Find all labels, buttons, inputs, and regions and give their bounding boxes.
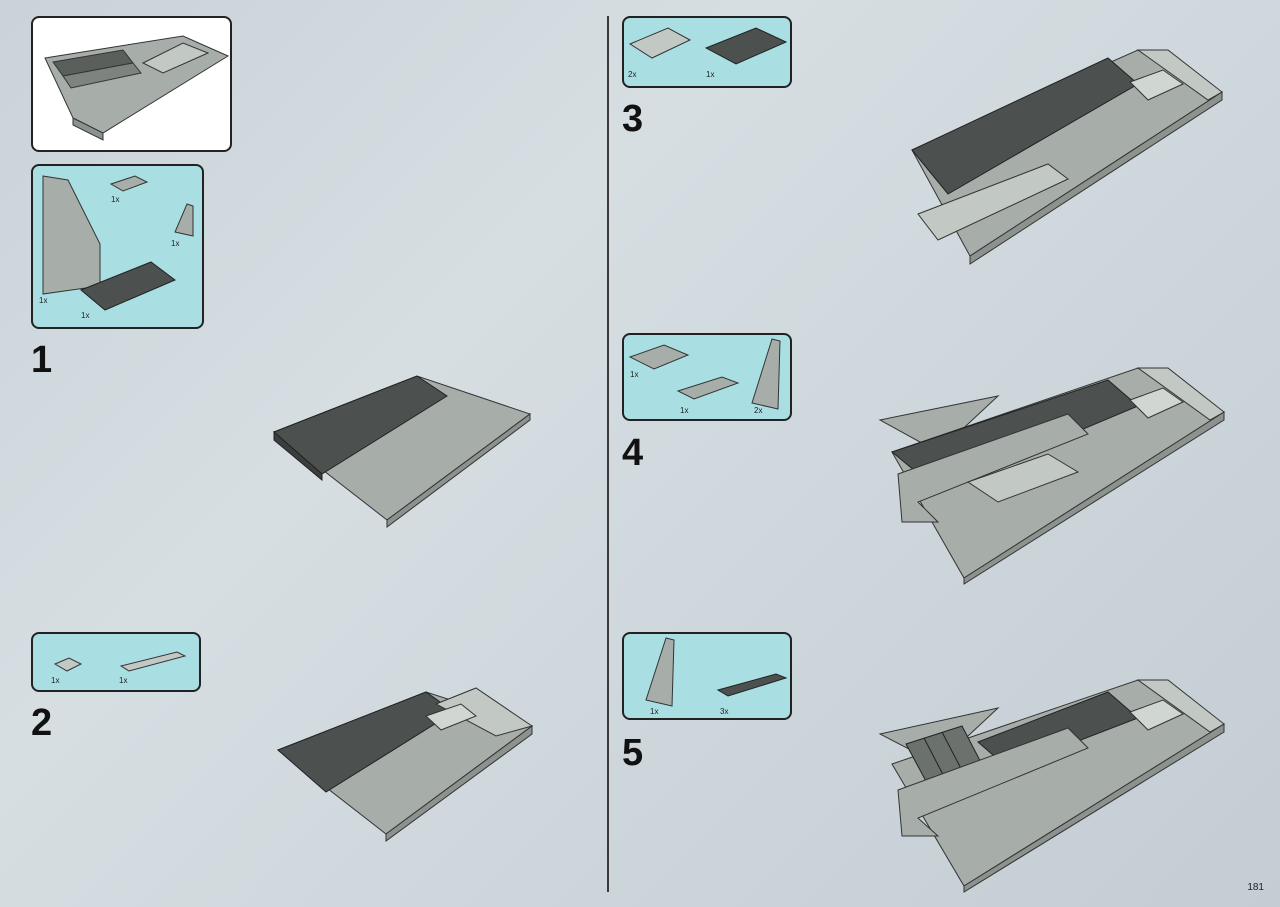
step-1-number: 1 [31,339,53,381]
step-4-parts-box: 1x 1x 2x [622,333,792,421]
step-1-part-4-qty: 1x [81,311,90,320]
step-2-parts-box: 1x 1x [31,632,201,692]
step-5-part-2-qty: 3x [720,707,729,716]
step-2-assembly-illustration [276,687,534,842]
submodel-overview-box [31,16,232,152]
step-4-part-3-qty: 2x [754,406,763,415]
step-2-number: 2 [31,702,53,744]
step-2-part-1-qty: 1x [51,676,60,685]
step-1-part-1-qty: 1x [39,296,48,305]
step-4-number: 4 [622,432,644,474]
step-4-assembly-illustration [878,367,1226,585]
dark-plate-4x6-icon [704,27,788,65]
step-3-part-1-qty: 2x [628,70,637,79]
step-4-part-1-qty: 1x [630,370,639,379]
wedge-plate-icon [751,338,781,410]
step-4-part-2-qty: 1x [680,406,689,415]
step-3-part-2-qty: 1x [706,70,715,79]
plate-1x4-icon [109,175,149,192]
step-2-part-2-qty: 1x [119,676,128,685]
page-number: 181 [1247,882,1264,893]
step-1-part-2-qty: 1x [111,195,120,204]
wedge-plate-right-icon [645,637,675,707]
plate-1x6-icon [676,376,740,400]
step-5-part-1-qty: 1x [650,707,659,716]
step-3-number: 3 [622,98,644,140]
step-3-parts-box: 2x 1x [622,16,792,88]
page-divider [607,16,609,892]
tile-2x2-icon [53,657,83,672]
plate-2x4-icon [628,344,690,370]
wedge-plate-large-icon [42,175,101,295]
step-5-assembly-illustration [878,679,1226,893]
dark-plate-4x10-icon [80,261,176,311]
step-5-number: 5 [622,732,644,774]
tile-1x6-icon [119,651,187,672]
overview-model-illustration [44,35,230,141]
dark-tile-1x8-icon [716,673,788,697]
wedge-plate-small-icon [174,203,194,237]
step-3-assembly-illustration [911,49,1224,265]
tile-2x4-light-icon [628,27,692,59]
step-1-parts-box: 1x 1x 1x 1x [31,164,204,329]
step-1-assembly-illustration [272,375,532,528]
step-5-parts-box: 1x 3x [622,632,792,720]
step-1-part-3-qty: 1x [171,239,180,248]
